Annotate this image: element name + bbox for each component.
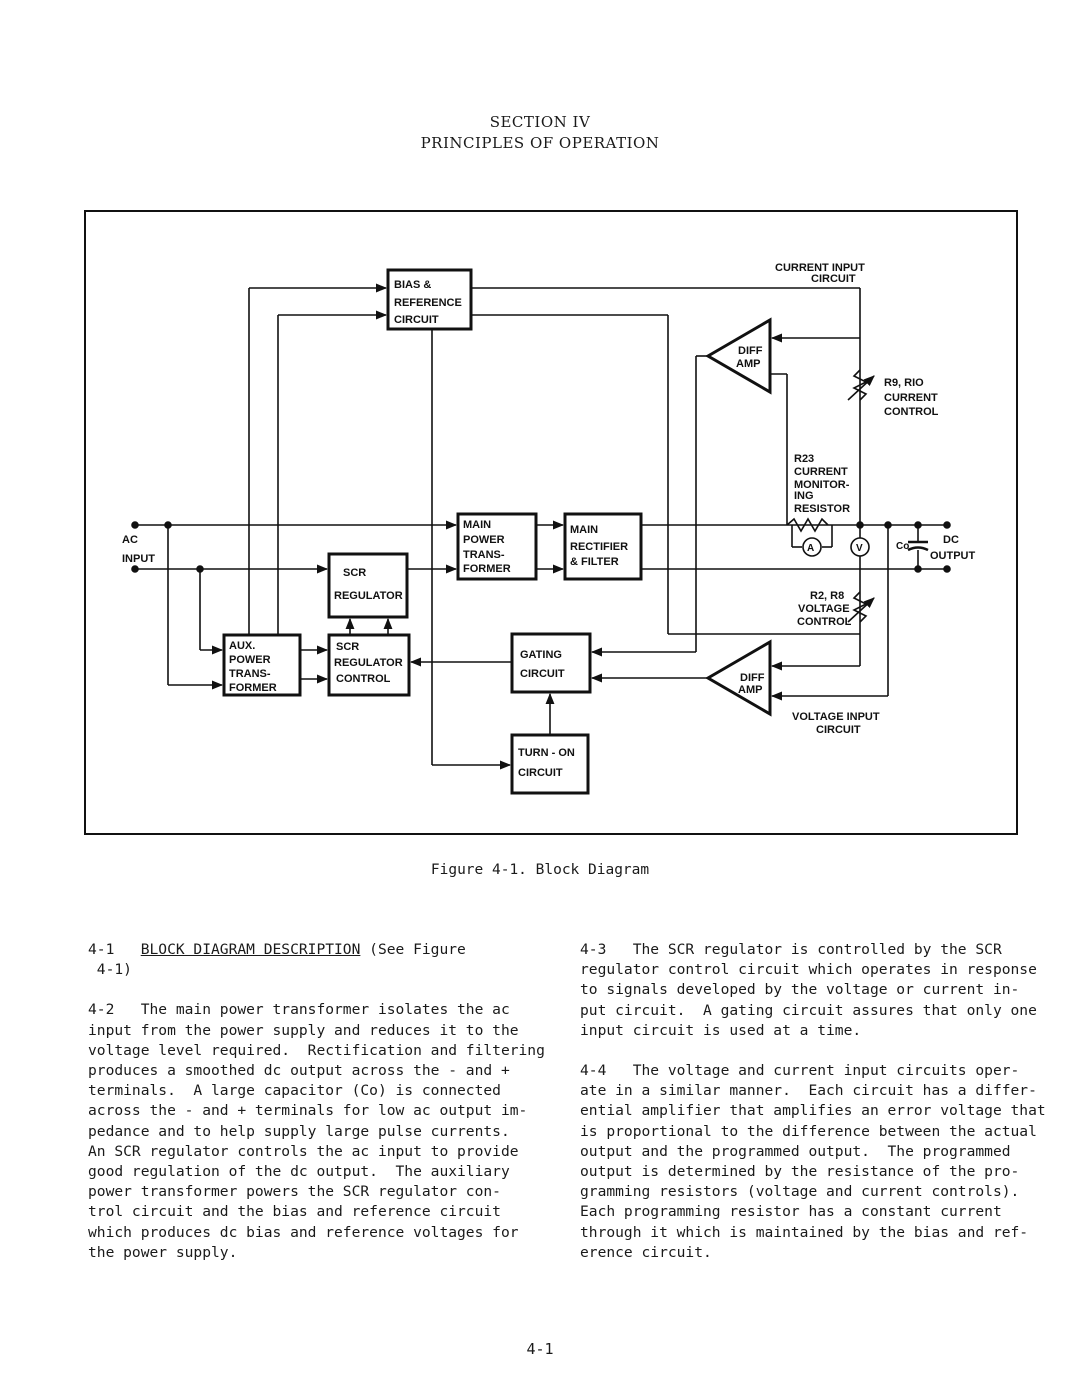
ac-input-label-1: AC [122,534,138,546]
aux-line1: AUX. [229,640,255,652]
paragraph-4-3: 4-3 The SCR regulator is controlled by t… [580,941,1037,1039]
block-diagram-svg: BIAS & REFERENCE CIRCUIT SCR REGULATOR M… [122,262,976,795]
page-number: 4-1 [526,1340,554,1358]
main-power-transformer-block [456,512,538,581]
left-column: 4-1 BLOCK DIAGRAM DESCRIPTION (See Figur… [88,940,548,1283]
turnon-line2: CIRCUIT [518,767,563,779]
heading-see-figure: (See Figure [360,941,466,958]
capacitor-label: Co [896,541,909,552]
r23-label-5: RESISTOR [794,503,850,515]
ac-input-label-2: INPUT [122,553,155,565]
diff-amp-bottom-line1: DIFF [740,672,765,684]
paragraph-4-4: 4-4 The voltage and current input circui… [580,1062,1046,1261]
diff-amp-top [705,317,772,395]
bias-reference-block [386,268,473,331]
main-xfmr-line3: TRANS- [463,549,505,561]
dc-output-label-1: DC [943,534,959,546]
diff-amp-top-line2: AMP [736,358,760,370]
section-heading: 4-1 BLOCK DIAGRAM DESCRIPTION (See Figur… [88,940,548,980]
scr-regulator-block [327,552,409,619]
diff-amp-top-line1: DIFF [738,345,763,357]
aux-transformer-block [222,633,302,697]
r23-label-1: R23 [794,453,814,465]
diff-amp-bottom [705,639,772,717]
section-title: PRINCIPLES OF OPERATION [420,134,660,152]
rectifier-line3: & FILTER [570,556,619,568]
bias-block-line2: REFERENCE [394,297,462,309]
dc-output-label-2: OUTPUT [930,550,976,562]
scr-block-line1: SCR [343,567,366,579]
gating-line1: GATING [520,649,562,661]
scr-ctrl-line1: SCR [336,641,359,653]
scr-ctrl-line3: CONTROL [336,673,391,685]
r9-label-2: CURRENT [884,392,938,404]
figure-caption: Figure 4-1. Block Diagram [430,862,650,878]
heading-number: 4-1 [88,941,115,958]
block-diagram-figure: BIAS & REFERENCE CIRCUIT SCR REGULATOR M… [84,210,1018,835]
diff-amp-bottom-line2: AMP [738,684,762,696]
voltage-input-label-2: CIRCUIT [816,724,861,736]
gating-line2: CIRCUIT [520,668,565,680]
voltage-input-label-1: VOLTAGE INPUT [792,711,880,723]
scr-block-line2: REGULATOR [334,590,403,602]
rectifier-line2: RECTIFIER [570,541,628,553]
right-column: 4-3 The SCR regulator is controlled by t… [580,940,1046,1283]
aux-line4: FORMER [229,682,277,694]
heading-figure-ref: 4-1) [88,961,132,979]
turn-on-circuit-block [510,733,590,795]
heading-title: BLOCK DIAGRAM DESCRIPTION [140,941,361,958]
main-xfmr-line4: FORMER [463,563,511,575]
bias-block-line1: BIAS & [394,279,431,291]
rectifier-line1: MAIN [570,524,598,536]
main-xfmr-line1: MAIN [463,519,491,531]
r2-label-2: VOLTAGE [798,603,850,615]
r2-label-3: CONTROL [797,616,852,628]
aux-line2: POWER [229,654,271,666]
gating-circuit-block [510,632,592,694]
voltmeter-label: V [856,543,863,554]
main-rectifier-block [563,512,643,581]
turnon-line1: TURN - ON [518,747,575,759]
scr-regulator-control-block [327,633,411,697]
main-xfmr-line2: POWER [463,534,505,546]
ammeter-label: A [807,543,814,554]
current-input-label-2: CIRCUIT [811,273,856,285]
r23-label-2: CURRENT [794,466,848,478]
scr-ctrl-line2: REGULATOR [334,657,403,669]
r23-label-4: ING [794,490,814,502]
r9-label-3: CONTROL [884,406,939,418]
r23-label-3: MONITOR- [794,479,850,491]
bias-block-line3: CIRCUIT [394,314,439,326]
current-input-label-1: CURRENT INPUT [775,262,865,274]
aux-line3: TRANS- [229,668,271,680]
r9-label-1: R9, RIO [884,377,924,389]
paragraph-4-2: 4-2 The main power transformer isolates … [88,1001,545,1261]
r2-label-1: R2, R8 [810,590,844,602]
section-number: SECTION IV [489,113,591,131]
